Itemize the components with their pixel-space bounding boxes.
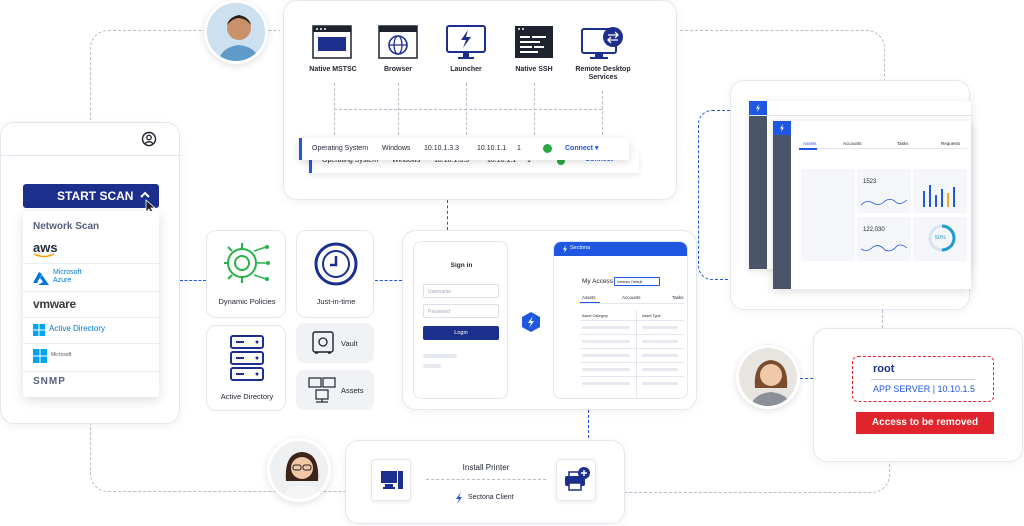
provider-azure[interactable]: Microsoft Azure [33,269,153,289]
connector-top-features [447,200,448,230]
gauge-icon [928,224,956,252]
client-native-mstsc[interactable]: Native MSTSC [304,21,362,81]
network-scan-title: Network Scan [33,221,100,232]
alert-panel: root APP SERVER | 10.10.1.5 Access to be… [813,328,1023,462]
signin-title: Sign in [450,262,473,269]
start-scan-button[interactable]: START SCAN [23,184,159,208]
access-tab-accounts[interactable]: Accounts [622,295,641,300]
os-value: Windows [382,145,411,152]
clients-panel: Native MSTSC Browser Launcher Native SSH… [283,0,677,200]
tile-vault[interactable]: Vault [296,323,374,363]
provider-microsoft[interactable]: Microsoft [33,349,153,365]
ip-1: 10.10.1.3.3 [424,145,460,152]
metric-1: 1523 [863,179,877,185]
remote-desktop-icon [581,27,623,59]
client-launcher[interactable]: Launcher [442,21,490,81]
connector-bottom-mid [588,410,589,438]
connection-row[interactable]: Operating System Windows 10.10.1.3.3 10.… [299,138,629,160]
printer-add-icon [565,467,590,491]
access-box: root APP SERVER | 10.10.1.5 [852,356,994,402]
provider-vmware[interactable]: vmware [33,297,76,311]
tile-active-directory[interactable]: Active Directory [206,325,286,411]
status-dot-icon [543,144,552,153]
start-scan-label: START SCAN [57,189,134,203]
dashboard-panel: Assets Accounts Tasks Requests 1523 122,… [730,80,971,310]
chevron-up-icon [139,189,151,204]
policy-gear-icon [224,243,270,283]
sectona-logo-icon [520,311,542,338]
connector-features-signin [375,280,402,281]
access-panel: Sectona My Access Instance Default Asset… [553,241,688,399]
access-removed-banner: Access to be removed [856,412,994,434]
scan-panel: START SCAN Network Scan aws Microsoft Az… [0,122,181,424]
connect-button[interactable]: Connect ▾ [565,145,599,152]
avatar-right [736,345,800,409]
printer-panel: Install Printer Sectona Client [345,440,625,524]
username-field[interactable]: Username [423,284,499,298]
sectona-client: Sectona Client [454,492,544,504]
install-printer-label: Install Printer [462,463,510,472]
connector-top-right [680,30,885,80]
tile-assets[interactable]: Assets [296,370,374,410]
client-remote-desktop[interactable]: Remote Desktop Services [572,21,634,87]
access-header: Sectona [554,242,687,256]
alert-user: root [873,363,895,375]
connector-top-left [90,30,280,120]
col-asset-type: Asset Type [642,314,661,318]
pc-tile[interactable] [371,459,411,501]
access-title: My Access [582,278,614,285]
provider-aws[interactable]: aws [33,240,58,258]
access-tab-assets[interactable]: Assets [582,295,596,300]
launcher-icon [446,25,486,59]
os-label: Operating System [312,145,369,152]
computer-icon [381,471,403,489]
signin-form: Sign in Username Password Login [413,241,508,399]
gauge-value: 50% [935,235,947,241]
user-icon[interactable] [141,131,157,152]
dash-tab-tasks[interactable]: Tasks [897,141,909,146]
alert-server: APP SERVER | 10.10.1.5 [873,384,976,394]
terminal-icon [515,26,553,58]
instance-select[interactable]: Instance Default [614,277,660,286]
dash-tab-assets[interactable]: Assets [803,141,817,146]
window-icon [312,25,352,59]
clock-icon [314,242,358,286]
sectona-bolt-icon [456,492,462,504]
dashboard-front: Assets Accounts Tasks Requests 1523 122,… [773,121,971,289]
assets-icon [308,377,336,403]
tile-just-in-time[interactable]: Just-in-time [296,230,374,318]
scan-dropdown: Network Scan aws Microsoft Azure vmware … [23,211,159,397]
metric-2: 122,030 [863,227,885,233]
client-native-ssh[interactable]: Native SSH [510,21,558,81]
client-browser[interactable]: Browser [374,21,422,81]
provider-active-directory[interactable]: Active Directory [33,323,153,339]
printer-tile[interactable] [556,459,596,501]
count: 1 [517,145,521,152]
server-stack-icon [230,335,264,381]
access-tab-tasks[interactable]: Tasks [672,295,684,300]
dash-tab-accounts[interactable]: Accounts [843,141,862,146]
globe-icon [378,25,418,59]
center-panel: Sign in Username Password Login Sectona … [402,230,697,410]
dash-tab-requests[interactable]: Requests [941,141,961,146]
connector-bottom-left [90,420,345,492]
password-field[interactable]: Password [423,304,499,318]
connector-dashboard [698,110,733,280]
avatar-bottom [267,438,331,502]
ip-2: 10.10.1.1 [477,145,507,152]
col-asset-category: Asset Category [582,314,608,318]
login-button[interactable]: Login [423,326,499,340]
connector-right-mid [882,310,883,328]
avatar-top [204,0,268,64]
connector-bottom-right [625,455,890,493]
tile-dynamic-policies[interactable]: Dynamic Policies [206,230,286,318]
provider-snmp[interactable]: SNMP [33,376,66,387]
vault-icon [312,331,334,354]
connector-left-features [180,280,206,281]
